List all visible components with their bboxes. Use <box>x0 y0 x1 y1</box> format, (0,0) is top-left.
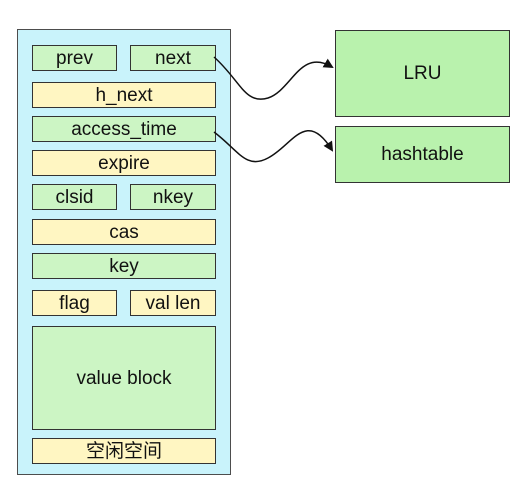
field-h-next: h_next <box>32 82 216 108</box>
hashtable-box: hashtable <box>335 126 510 183</box>
field-access-time: access_time <box>32 116 216 142</box>
field-clsid: clsid <box>32 184 117 210</box>
field-free-space: 空闲空间 <box>32 438 216 464</box>
field-flag: flag <box>32 290 117 316</box>
field-key: key <box>32 253 216 279</box>
field-nkey: nkey <box>130 184 216 210</box>
field-prev: prev <box>32 45 117 71</box>
next-to-lru-arrow <box>213 56 334 100</box>
field-value-block: value block <box>32 326 216 430</box>
field-expire: expire <box>32 150 216 176</box>
field-val-len: val len <box>130 290 216 316</box>
field-cas: cas <box>32 219 216 245</box>
access-time-to-hashtable-arrow <box>213 130 334 163</box>
lru-box: LRU <box>335 30 510 117</box>
